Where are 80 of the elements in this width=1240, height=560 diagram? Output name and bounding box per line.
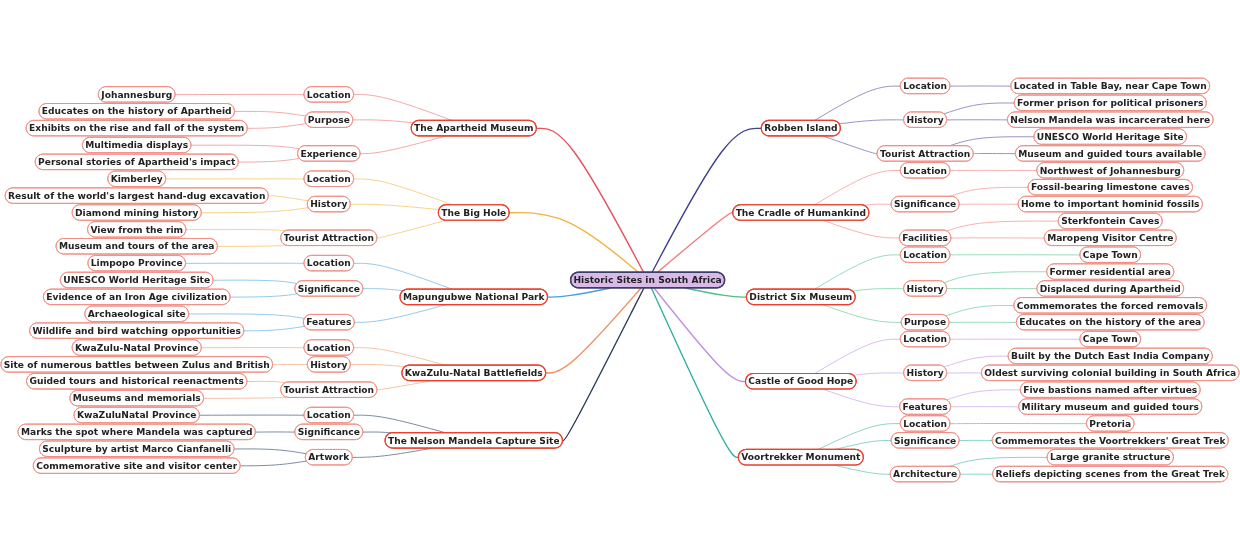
connector xyxy=(233,448,307,455)
connector xyxy=(817,423,901,451)
connector xyxy=(863,203,892,206)
connector xyxy=(852,372,905,376)
connector xyxy=(852,288,905,292)
connector xyxy=(352,119,415,124)
connector xyxy=(946,389,1022,401)
connector xyxy=(946,372,983,374)
connector xyxy=(545,287,642,374)
connector xyxy=(813,170,901,206)
connector xyxy=(943,102,1015,115)
connector xyxy=(268,195,309,202)
connector xyxy=(212,279,298,284)
connector xyxy=(949,85,1012,87)
connector xyxy=(376,380,432,391)
connector xyxy=(201,207,309,214)
connector xyxy=(813,85,901,122)
connector xyxy=(948,136,1035,147)
connector xyxy=(188,313,306,319)
connector xyxy=(949,423,1088,425)
connector xyxy=(201,347,305,349)
connector xyxy=(958,203,1019,205)
connector xyxy=(650,287,740,459)
connector xyxy=(833,440,892,451)
connector xyxy=(949,169,1038,171)
connector xyxy=(185,229,286,232)
connector xyxy=(376,220,447,239)
connector xyxy=(354,304,447,323)
connector xyxy=(943,355,1009,368)
connector xyxy=(165,178,305,180)
connector xyxy=(813,254,901,290)
connector xyxy=(822,135,878,155)
connector xyxy=(822,304,902,323)
connector xyxy=(950,237,1045,239)
connector xyxy=(945,305,1015,317)
connector xyxy=(203,396,286,399)
connector xyxy=(174,94,305,96)
connector xyxy=(350,364,406,368)
connector xyxy=(246,380,286,384)
connector xyxy=(243,325,306,332)
connector xyxy=(229,293,298,298)
connector xyxy=(959,473,994,475)
connector xyxy=(190,144,300,150)
connector xyxy=(350,203,440,211)
connector xyxy=(653,287,747,383)
connector xyxy=(255,431,296,433)
connector xyxy=(822,388,901,408)
connector xyxy=(651,127,763,274)
connector xyxy=(238,158,300,163)
connector xyxy=(949,338,1081,340)
connector xyxy=(656,212,734,274)
connector xyxy=(813,338,901,375)
connector xyxy=(943,271,1048,284)
connector xyxy=(508,212,640,274)
connector xyxy=(972,153,1017,155)
connector xyxy=(234,110,307,117)
connector xyxy=(948,186,1029,197)
connector xyxy=(247,123,307,129)
connector xyxy=(547,287,612,298)
connector xyxy=(353,94,454,122)
connector xyxy=(199,414,305,416)
connector xyxy=(948,321,1018,323)
connector xyxy=(946,119,1009,121)
connector xyxy=(561,287,645,442)
connector xyxy=(946,288,1038,290)
connector xyxy=(946,220,1059,232)
connector xyxy=(217,244,286,247)
connector xyxy=(950,406,1020,408)
connector xyxy=(272,364,308,366)
connector xyxy=(948,456,1048,467)
connector xyxy=(239,460,307,467)
connector xyxy=(838,119,905,125)
connector xyxy=(822,220,901,239)
connector xyxy=(684,287,748,298)
connector xyxy=(958,439,993,441)
connector xyxy=(362,288,405,292)
connector xyxy=(353,178,454,206)
connector xyxy=(535,127,645,274)
connector xyxy=(362,431,392,434)
connector xyxy=(949,254,1081,256)
